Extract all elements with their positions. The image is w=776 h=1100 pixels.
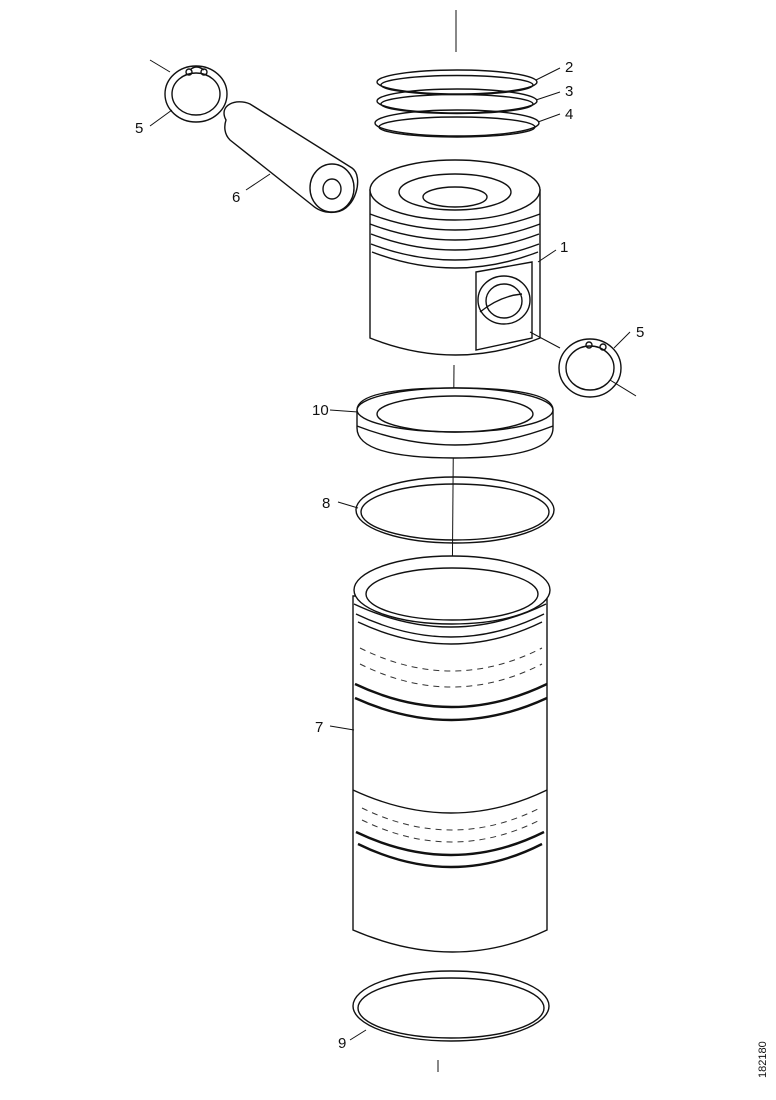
callout-label-4: 4 <box>565 106 573 123</box>
piston-ring-4 <box>374 109 540 138</box>
callout-label-10: 10 <box>312 402 329 419</box>
callout-label-3: 3 <box>565 83 573 100</box>
o-ring-9 <box>352 970 550 1042</box>
figure-code: 182180 <box>757 1041 769 1078</box>
callout-label-5-left: 5 <box>135 120 143 137</box>
piston-ring-2 <box>376 69 538 96</box>
callout-label-9: 9 <box>338 1035 346 1052</box>
circlip-left <box>164 65 228 123</box>
leader-lines <box>149 59 637 1041</box>
cylinder-liner <box>352 555 551 953</box>
circlip-right <box>558 338 622 398</box>
gudgeon-pin <box>223 101 359 214</box>
callout-label-8: 8 <box>322 495 330 512</box>
callout-label-5-right: 5 <box>636 324 644 341</box>
piston-ring-3 <box>376 88 538 115</box>
callout-label-2: 2 <box>565 59 573 76</box>
piston <box>369 159 541 356</box>
o-ring-8 <box>355 476 555 544</box>
callout-label-7: 7 <box>315 719 323 736</box>
callout-label-1: 1 <box>560 239 568 256</box>
callout-label-6: 6 <box>232 189 240 206</box>
seal-ring-10 <box>356 387 554 459</box>
